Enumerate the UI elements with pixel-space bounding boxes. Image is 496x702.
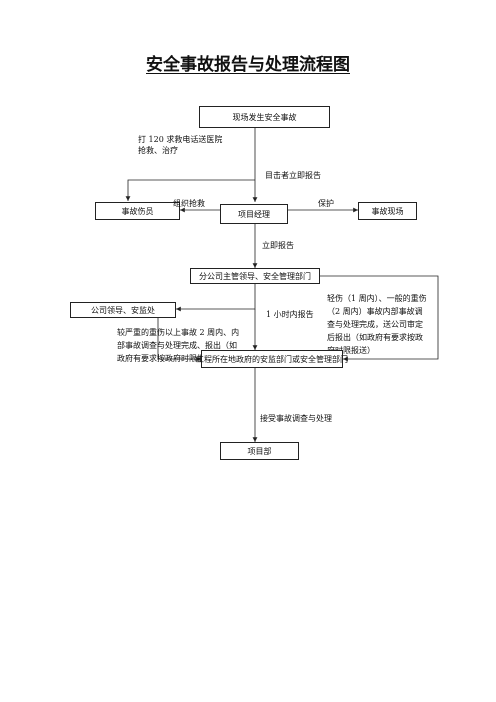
label-witness-report: 目击者立即报告 xyxy=(265,171,321,180)
node-project-dept: 项目部 xyxy=(220,442,299,460)
arrow-branch-loop-to-gov xyxy=(320,275,439,362)
node-company-leader: 公司领导、安监处 xyxy=(70,302,176,318)
arrow-branch-to-company xyxy=(176,284,256,312)
node-project-manager: 项目经理 xyxy=(220,204,288,224)
label-immediate-report: 立即报告 xyxy=(262,241,294,250)
diagram-title: 安全事故报告与处理流程图 xyxy=(146,55,350,75)
label-call-120: 打 120 求救电话送医院 抢救、治疗 xyxy=(138,135,223,155)
node-casualties: 事故伤员 xyxy=(95,202,180,220)
label-protect: 保护 xyxy=(318,199,334,208)
node-accident-site: 事故现场 xyxy=(358,202,417,220)
node-scene-incident: 现场发生安全事故 xyxy=(199,106,330,128)
note-minor-injury: 轻伤（1 周内）、一般的重伤 （2 周内）事故内部事故调 查与处理完成，送公司审… xyxy=(327,294,427,355)
label-organize-rescue: 组织抢救 xyxy=(173,199,205,208)
node-gov-safety: 工程所在地政府的安监部门或安全管理部门 xyxy=(196,350,348,368)
node-branch-leader: 分公司主管领导、安全管理部门 xyxy=(190,268,320,284)
label-accept-investigation: 接受事故调查与处理 xyxy=(260,414,332,423)
arrow-company-to-gov xyxy=(157,318,201,362)
arrow-to-casualties xyxy=(125,179,255,201)
note-serious-injury: 较严重的重伤以上事故 2 周内、内 部事故调查与处理完成、报出（如 政府有要求按… xyxy=(117,328,240,363)
label-one-hour-report: 1 小时内报告 xyxy=(266,310,314,319)
